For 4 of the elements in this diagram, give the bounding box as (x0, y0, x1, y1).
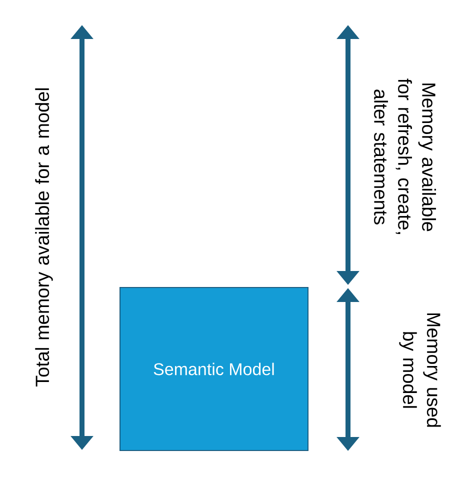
dimension-label: Memory used by model (399, 313, 441, 427)
process-box: Semantic Model (120, 287, 308, 451)
dimension-label: Total memory available for a model (35, 88, 53, 387)
dimension-label: Memory available for refresh, create, alter statements (374, 78, 436, 234)
